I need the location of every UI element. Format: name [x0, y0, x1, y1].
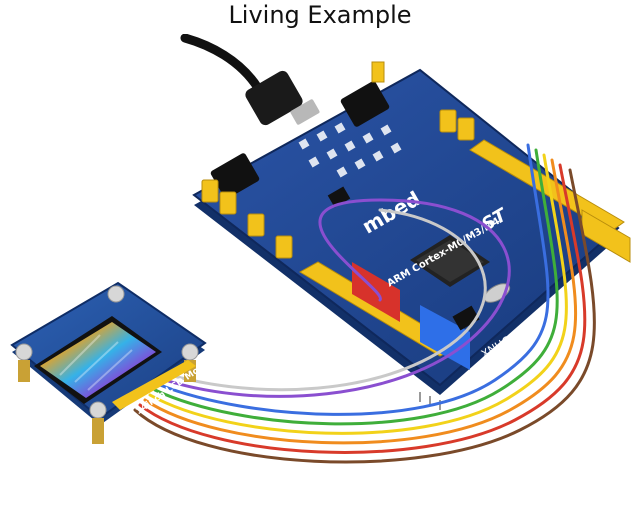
usb-cable-icon	[180, 34, 320, 126]
product-photo: ST mbed ARM Cortex-M0/M3/M4 XNUCLEO -F10…	[10, 34, 631, 464]
mcu-chip	[410, 235, 490, 287]
wire-bundle	[133, 143, 596, 464]
page-title: Living Example	[228, 1, 412, 29]
